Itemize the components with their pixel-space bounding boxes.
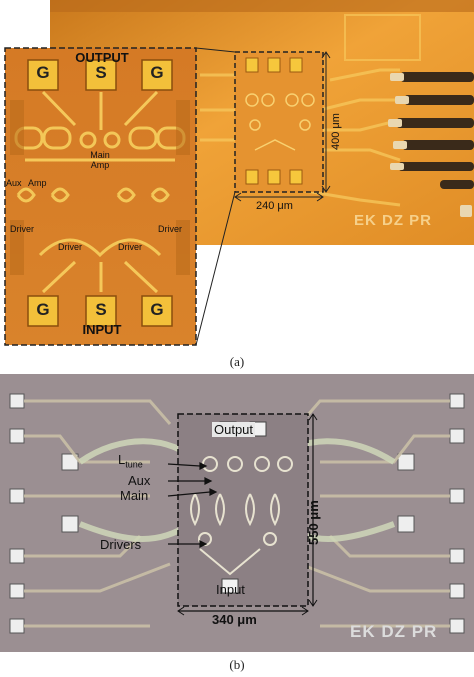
panel-b-photo	[0, 374, 474, 652]
inset-input-title: INPUT	[82, 322, 122, 337]
chip-marks-b: EK DZ PR	[350, 622, 438, 641]
core-dashed-box-b	[177, 413, 309, 607]
pad-bottom-right-label: G	[150, 300, 164, 319]
dimension-width-label-b: 340 μm	[212, 612, 257, 627]
aux-amp-label-left: Aux	[6, 178, 22, 188]
driver-label-left: Driver	[10, 224, 34, 234]
dimension-height-label-a: 400 μm	[330, 113, 342, 150]
main-amp-label: Main Amp	[90, 150, 110, 170]
input-label-b: Input	[216, 582, 245, 597]
chip-marks-a: EK DZ PR	[354, 212, 433, 229]
aux-amp-label-right: Amp	[28, 178, 47, 188]
core-dashed-box-a	[234, 51, 324, 193]
dimension-height-label-b: 550 μm	[306, 500, 321, 545]
driver-label-center-left: Driver	[58, 242, 82, 252]
pad-bottom-center-label: S	[95, 300, 107, 319]
caption-b: (b)	[229, 657, 245, 672]
pad-top-right-label: G	[150, 63, 164, 82]
pad-top-center-label: S	[95, 63, 107, 82]
dimension-width-label-a: 240 μm	[256, 200, 293, 212]
main-label-b: Main	[120, 488, 149, 503]
driver-label-right: Driver	[158, 224, 182, 234]
ltune-label-b: Ltune	[118, 452, 143, 470]
ltune-subscript: tune	[125, 459, 143, 470]
pad-bottom-left-label: G	[36, 300, 50, 319]
panel-a-photo	[4, 0, 474, 346]
drivers-label-b: Drivers	[100, 537, 142, 552]
pad-top-left-label: G	[36, 63, 50, 82]
caption-a: (a)	[229, 354, 245, 369]
ltune-main: L	[118, 452, 126, 467]
output-label-b: Output	[212, 422, 256, 437]
inset-dashed-border	[4, 47, 197, 346]
driver-label-center-right: Driver	[118, 242, 142, 252]
aux-label-b: Aux	[128, 473, 151, 488]
inset-output-title: OUTPUT	[75, 50, 129, 65]
